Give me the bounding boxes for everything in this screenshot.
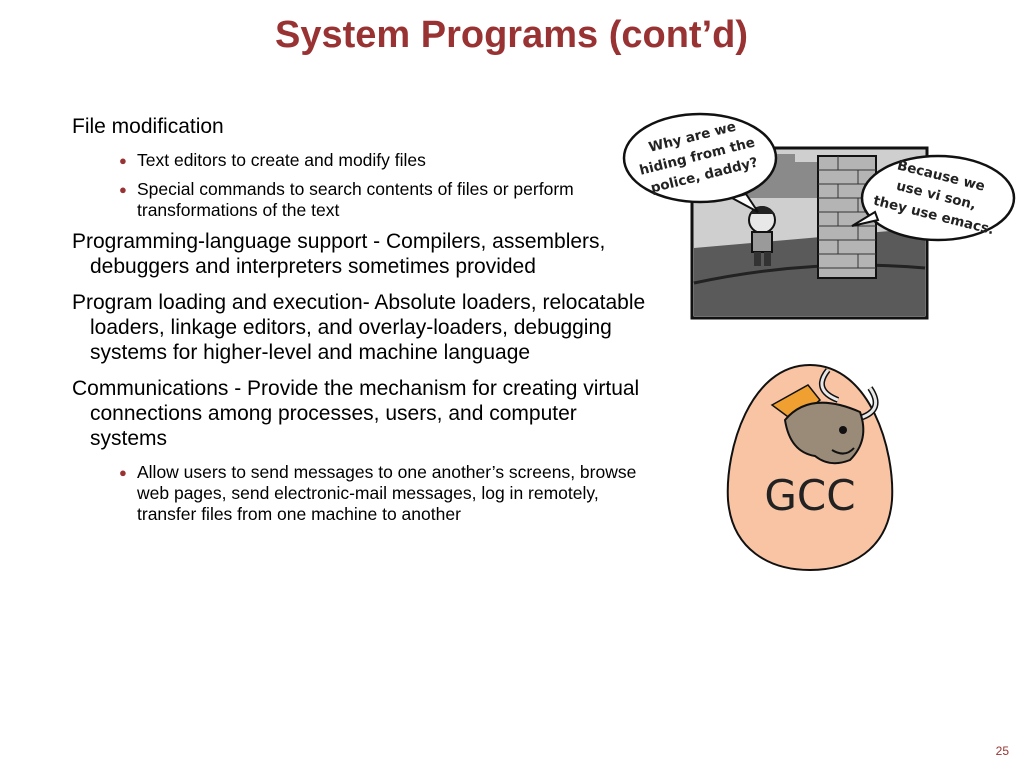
list-item: File modification: [72, 115, 224, 138]
bullet-icon: ●: [119, 182, 127, 197]
comic-illustration: Why are we hiding from the police, daddy…: [622, 112, 1016, 320]
list-item: Program loading and execution- Absolute …: [72, 291, 646, 364]
car-roof-shape: [693, 263, 926, 285]
sub-list-item-text: Allow users to send messages to one anot…: [137, 462, 637, 524]
sub-list-item: ● Text editors to create and modify files: [72, 150, 647, 171]
slide-content: File modification ● Text editors to creat…: [72, 114, 652, 533]
brick-lines: [818, 156, 876, 269]
bullet-icon: ●: [119, 153, 127, 168]
page-number: 25: [995, 744, 1009, 758]
list-item: Communications - Provide the mechanism f…: [72, 377, 640, 450]
gcc-logo-text: GCC: [764, 471, 855, 520]
sub-list-item-text: Text editors to create and modify files: [137, 150, 426, 170]
gnu-head-icon: [770, 368, 879, 465]
speech-bubble-right: Because we use vi son, they use emacs.: [851, 154, 1016, 242]
speech-bubble-left: Why are we hiding from the police, daddy…: [622, 112, 778, 213]
list-item: Programming-language support - Compilers…: [72, 230, 606, 278]
gcc-logo: GCC: [726, 363, 894, 572]
sub-list-item-text: Special commands to search contents of f…: [137, 179, 574, 220]
sub-list-item: ● Allow users to send messages to one ano…: [72, 462, 647, 525]
slide-title: System Programs (cont’d): [275, 14, 748, 56]
bullet-icon: ●: [119, 465, 127, 480]
sub-list-item: ● Special commands to search contents of …: [72, 179, 647, 221]
